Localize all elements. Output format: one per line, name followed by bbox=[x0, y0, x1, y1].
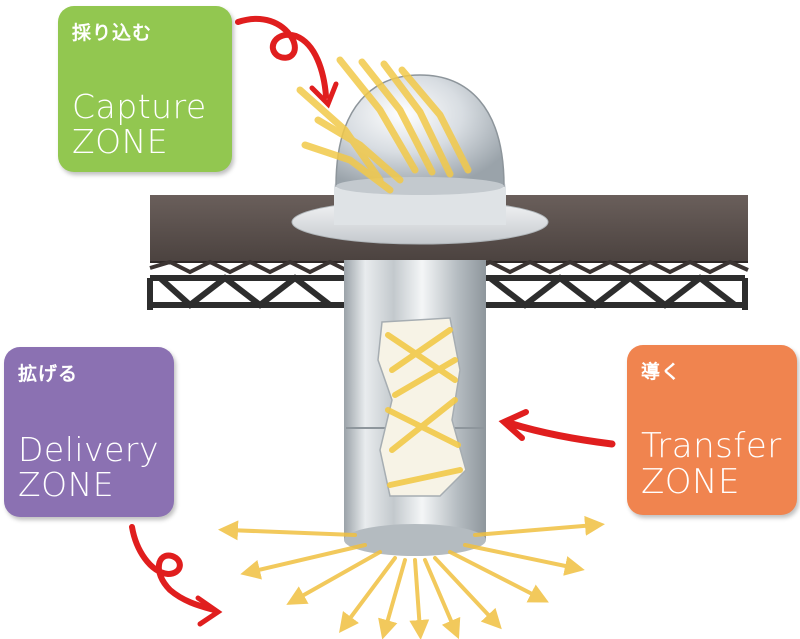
incoming-light-rays bbox=[296, 56, 472, 194]
capture-zone-line2: ZONE bbox=[72, 121, 169, 161]
delivery-zone-jp: 拡げる bbox=[18, 363, 79, 385]
transfer-zone-jp: 導く bbox=[641, 361, 682, 383]
capture-zone-line1: Capture bbox=[72, 87, 207, 126]
light-tube bbox=[344, 260, 486, 556]
swirl-arrow-icon bbox=[129, 524, 223, 627]
delivery-zone-label: 拡げる Delivery ZONE bbox=[4, 347, 174, 517]
outgoing-light-rays bbox=[218, 515, 605, 639]
curved-arrow-icon bbox=[498, 409, 616, 448]
transfer-zone-line2: ZONE bbox=[641, 461, 740, 502]
transfer-zone-title: Transfer ZONE bbox=[641, 426, 782, 502]
transfer-zone-label: 導く Transfer ZONE bbox=[627, 345, 797, 515]
swirl-arrow-icon bbox=[235, 15, 339, 109]
delivery-zone-line1: Delivery bbox=[18, 430, 159, 469]
capture-zone-jp: 採り込む bbox=[72, 22, 153, 44]
capture-zone-label: 採り込む Capture ZONE bbox=[58, 6, 232, 172]
delivery-zone-line2: ZONE bbox=[18, 464, 115, 504]
delivery-zone-title: Delivery ZONE bbox=[18, 430, 159, 504]
capture-zone-title: Capture ZONE bbox=[72, 87, 207, 161]
transfer-zone-line1: Transfer bbox=[641, 426, 782, 466]
